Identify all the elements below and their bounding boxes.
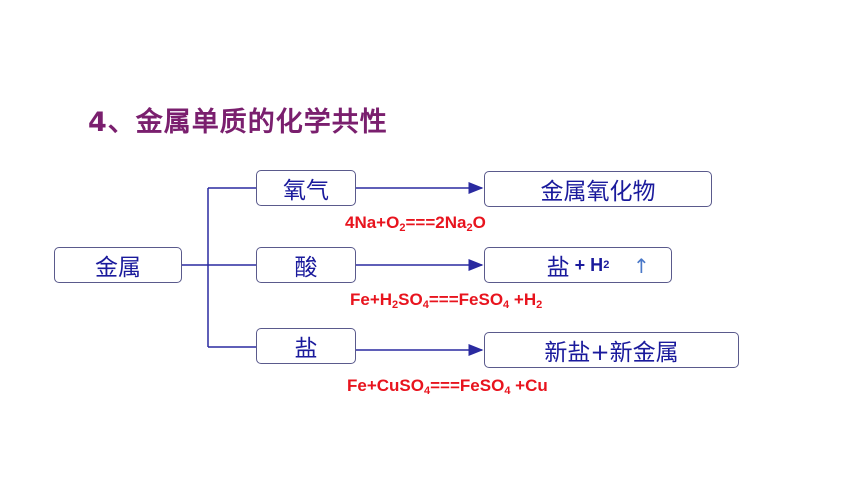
eq2-part: Fe+H [350, 290, 393, 309]
eq1-sub: 2 [399, 222, 406, 234]
eq3-sub: 4 [504, 385, 511, 397]
page-title: 4、金属单质的化学共性 [88, 107, 388, 138]
eq1-part: 4Na+O [345, 213, 400, 232]
gas-up-arrow-icon: ↑ [633, 254, 650, 278]
eq2-part: SO [398, 290, 423, 309]
node-acid-label: 酸 [294, 255, 318, 281]
node-salt: 盐 [256, 328, 356, 364]
eq2-sub: 4 [422, 299, 429, 311]
node-oxygen: 氧气 [256, 170, 356, 206]
node-salt-h2-suffix: + H [569, 254, 604, 275]
equation-sodium-oxygen: 4Na+O2===2Na2O [345, 213, 486, 234]
eq2-sub: 4 [503, 299, 510, 311]
eq1-sub: 2 [466, 222, 473, 234]
eq2-sub: 2 [536, 299, 543, 311]
eq2-part: +H [509, 290, 537, 309]
node-metal-label: 金属 [95, 255, 141, 281]
eq3-part: ===FeSO [430, 376, 505, 395]
node-new-salt-metal: 新盐+新金属 [484, 332, 739, 368]
node-salt-h2-sub: 2 [603, 259, 610, 271]
eq2-part: ===FeSO [428, 290, 504, 309]
node-oxygen-label: 氧气 [283, 178, 329, 204]
equation-iron-copper-sulfate: Fe+CuSO4===FeSO4 +Cu [347, 376, 548, 397]
eq1-part: ===2Na [405, 213, 467, 232]
node-acid: 酸 [256, 247, 356, 283]
equation-iron-acid: Fe+H2SO4===FeSO4 +H2 [350, 290, 542, 311]
node-new-salt-metal-label: 新盐+新金属 [544, 340, 679, 366]
node-salt-label: 盐 [294, 336, 318, 362]
node-metal-oxide: 金属氧化物 [484, 171, 712, 207]
eq3-sub: 4 [424, 385, 431, 397]
node-metal-oxide-label: 金属氧化物 [540, 179, 656, 205]
eq1-part: O [472, 213, 486, 232]
eq3-part: +Cu [510, 376, 548, 395]
node-metal: 金属 [54, 247, 182, 283]
eq2-sub: 2 [392, 299, 399, 311]
eq3-part: Fe+CuSO [347, 376, 424, 395]
node-salt-h2-prefix: 盐 [546, 255, 570, 281]
